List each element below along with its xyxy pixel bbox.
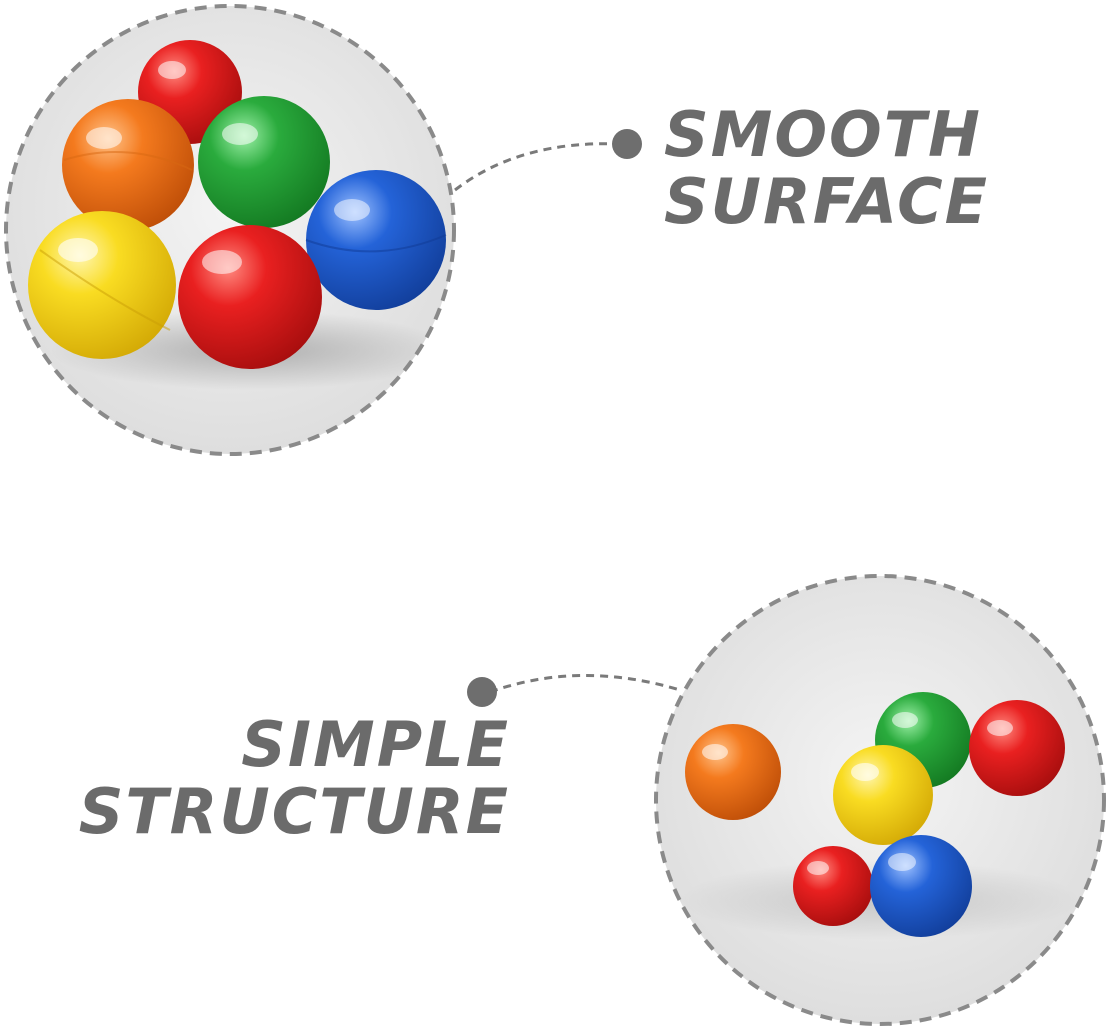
caption-line-1: SIMPLE — [241, 708, 510, 781]
ball-blue — [305, 170, 447, 310]
feature-caption-simple-structure: SIMPLE STRUCTURE — [60, 708, 510, 848]
caption-line-2: SURFACE — [664, 164, 990, 238]
top-photo-circle — [4, 4, 456, 456]
ball-orange — [62, 99, 194, 231]
ball-green — [198, 96, 330, 228]
ball-red-large — [178, 225, 322, 369]
bottom-connector-dot — [467, 677, 497, 707]
bottom-connector — [467, 674, 681, 707]
top-dashed-border — [4, 4, 456, 456]
caption-line-2: STRUCTURE — [78, 774, 510, 848]
ball-red-right — [969, 700, 1065, 796]
top-connector — [454, 129, 642, 192]
ball-yellow — [833, 745, 933, 845]
bottom-photo-circle — [654, 574, 1106, 1026]
top-connector-dot — [612, 129, 642, 159]
ball-yellow — [28, 211, 176, 359]
ball-red-small — [793, 846, 873, 926]
bottom-dashed-border — [654, 574, 1106, 1026]
caption-line-1: SMOOTH — [664, 98, 982, 171]
ball-orange — [685, 724, 781, 820]
ball-blue — [870, 835, 972, 937]
feature-caption-smooth-surface: SMOOTH SURFACE — [664, 98, 990, 238]
